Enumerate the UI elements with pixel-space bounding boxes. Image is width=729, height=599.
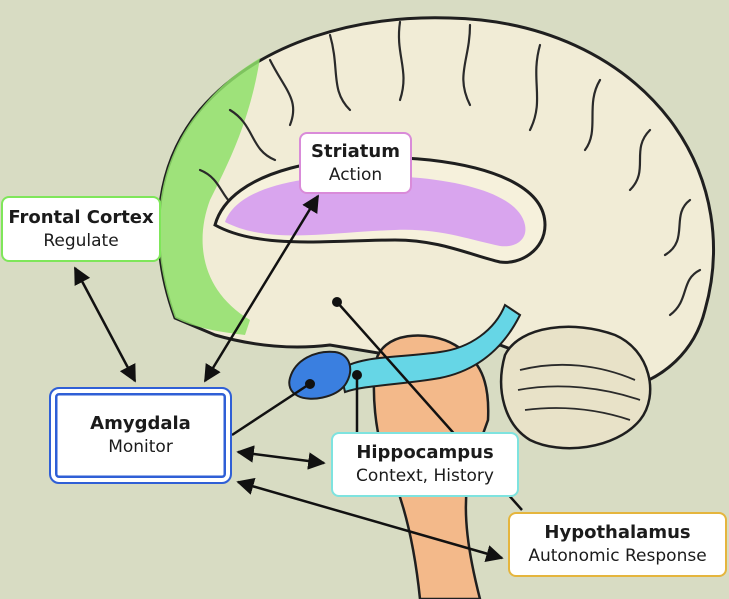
striatum-title: Striatum [311, 140, 400, 162]
striatum-subtitle: Action [328, 164, 383, 185]
arrow-amygdala-hypothalamus [236, 477, 504, 563]
arrow-frontal-amygdala [73, 266, 137, 383]
hypothalamus-dot [332, 297, 342, 307]
hypothalamus-box: Hypothalamus Autonomic Response [508, 512, 727, 577]
arrow-amygdala-hippocampus [236, 445, 326, 470]
hypothalamus-title: Hypothalamus [544, 522, 691, 543]
cerebellum-folia [517, 363, 641, 421]
striatum-box: Striatum Action [299, 132, 412, 194]
hippocampus-subtitle: Context, History [356, 466, 494, 486]
amygdala-subtitle: Monitor [108, 437, 173, 457]
amygdala-dot [305, 379, 315, 389]
frontal-cortex-subtitle: Regulate [43, 230, 119, 251]
connection-arrows [73, 194, 504, 563]
amygdala-box: Amygdala Monitor [49, 387, 232, 484]
arrow-amygdala-striatum [203, 194, 320, 383]
hippocampus-box: Hippocampus Context, History [331, 432, 519, 497]
frontal-cortex-title: Frontal Cortex [8, 206, 154, 228]
hypothalamus-subtitle: Autonomic Response [528, 546, 707, 566]
hippocampus-dot [352, 370, 362, 380]
amygdala-title: Amygdala [90, 413, 191, 434]
frontal-cortex-box: Frontal Cortex Regulate [1, 196, 161, 262]
hippocampus-region [338, 303, 522, 394]
hippocampus-title: Hippocampus [356, 442, 494, 463]
gyri-lines [198, 20, 702, 317]
